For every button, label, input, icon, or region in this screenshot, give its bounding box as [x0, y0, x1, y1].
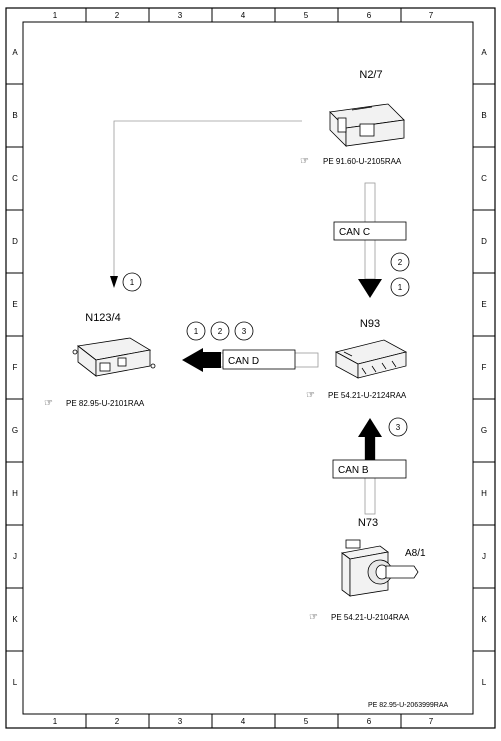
- svg-text:PE 91.60-U-2105RAA: PE 91.60-U-2105RAA: [323, 157, 402, 166]
- callout-circle: [390, 277, 410, 297]
- arrow-body-can-d: [203, 352, 221, 368]
- row-dividers: [6, 83, 495, 652]
- hand-pointer-icon: ☞: [306, 390, 315, 401]
- ref-n123-4: ☞ PE 82.95-U-2101RAA: [44, 398, 145, 409]
- column-dividers: [85, 8, 402, 728]
- callout-circle: [186, 321, 206, 341]
- hand-pointer-icon: ☞: [300, 156, 309, 167]
- row-label-left: H: [12, 489, 18, 498]
- svg-text:PE 82.95-U-2101RAA: PE 82.95-U-2101RAA: [66, 399, 145, 408]
- callout-number: 1: [130, 278, 135, 287]
- callout-circle: [210, 321, 230, 341]
- col-label-top: 1: [53, 11, 58, 20]
- callout-number: 2: [398, 258, 403, 267]
- bus-label-can-c: CAN C: [339, 227, 370, 238]
- col-label-bottom: 6: [367, 717, 372, 726]
- frame-inner: [22, 21, 474, 715]
- component-label-n73: N73: [358, 517, 378, 529]
- component-label-n93: N93: [360, 318, 380, 330]
- col-label-bottom: 3: [178, 717, 183, 726]
- row-label-right: B: [481, 111, 486, 120]
- column-labels: 1 2 3 4 5 6 7 1 2 3 4 5 6 7: [53, 11, 434, 726]
- arrow-head-down: [110, 276, 118, 288]
- row-label-right: J: [482, 552, 486, 561]
- col-label-top: 2: [115, 11, 120, 20]
- arrow-head-can-b: [358, 418, 382, 437]
- bus-label-can-b: CAN B: [338, 465, 369, 476]
- row-label-right: A: [481, 48, 487, 57]
- control-module-icon: [329, 103, 405, 147]
- row-label-left: F: [13, 363, 18, 372]
- svg-text:PE 54.21-U-2124RAA: PE 54.21-U-2124RAA: [328, 391, 407, 400]
- callout-circle: [122, 272, 142, 292]
- col-label-top: 3: [178, 11, 183, 20]
- row-label-left: D: [12, 237, 18, 246]
- svg-text:PE 54.21-U-2104RAA: PE 54.21-U-2104RAA: [331, 613, 410, 622]
- row-label-right: F: [482, 363, 487, 372]
- ignition-switch-icon: [341, 539, 419, 597]
- col-label-top: 7: [429, 11, 434, 20]
- callout-circle: [390, 252, 410, 272]
- row-label-left: K: [12, 615, 18, 624]
- row-label-left: J: [13, 552, 17, 561]
- hand-pointer-icon: ☞: [309, 612, 318, 623]
- col-label-bottom: 5: [304, 717, 309, 726]
- connection-line-n2-7-n123-4: [113, 120, 302, 276]
- col-label-top: 5: [304, 11, 309, 20]
- callout-number: 3: [242, 327, 247, 336]
- col-label-bottom: 7: [429, 717, 434, 726]
- hand-pointer-icon: ☞: [44, 398, 53, 409]
- callout-number: 2: [218, 327, 223, 336]
- ref-n93: ☞ PE 54.21-U-2124RAA: [306, 390, 407, 401]
- control-module-icon: [72, 337, 156, 377]
- callout-number: 3: [396, 423, 401, 432]
- row-labels: A B C D E F G H J K L A B C D E F G H J …: [12, 48, 487, 687]
- row-label-left: C: [12, 174, 18, 183]
- row-label-left: G: [12, 426, 18, 435]
- callout-number: 1: [194, 327, 199, 336]
- row-label-right: H: [481, 489, 487, 498]
- ref-n2-7: ☞ PE 91.60-U-2105RAA: [300, 156, 402, 167]
- document-reference: PE 82.95-U-2063999RAA: [368, 702, 448, 709]
- component-label-n2-7: N2/7: [359, 69, 382, 81]
- row-label-left: E: [12, 300, 17, 309]
- col-label-bottom: 4: [241, 717, 246, 726]
- bus-label-can-d: CAN D: [228, 356, 259, 367]
- frame-outer: [5, 7, 496, 729]
- bus-label-box-can-b: [332, 459, 407, 479]
- row-label-right: E: [481, 300, 486, 309]
- control-module-icon: [334, 339, 408, 379]
- row-label-right: D: [481, 237, 487, 246]
- component-label-n123-4: N123/4: [85, 312, 120, 324]
- col-label-bottom: 1: [53, 717, 58, 726]
- row-label-left: L: [13, 678, 18, 687]
- col-label-bottom: 2: [115, 717, 120, 726]
- row-label-right: C: [481, 174, 487, 183]
- arrow-body-can-b: [365, 436, 375, 460]
- arrow-head-can-d: [182, 348, 203, 372]
- callout-circle: [234, 321, 254, 341]
- arrow-head-can-c: [358, 279, 382, 298]
- callout-number: 1: [398, 283, 403, 292]
- callout-circle: [388, 417, 408, 437]
- ref-n73: ☞ PE 54.21-U-2104RAA: [309, 612, 410, 623]
- row-label-right: K: [481, 615, 487, 624]
- col-label-top: 6: [367, 11, 372, 20]
- row-label-left: B: [12, 111, 17, 120]
- bus-label-box-can-d: [222, 349, 296, 370]
- bus-label-box-can-c: [333, 221, 407, 241]
- row-label-right: G: [481, 426, 487, 435]
- row-label-right: L: [482, 678, 487, 687]
- col-label-top: 4: [241, 11, 246, 20]
- row-label-left: A: [12, 48, 18, 57]
- component-label-a8-1: A8/1: [405, 548, 426, 559]
